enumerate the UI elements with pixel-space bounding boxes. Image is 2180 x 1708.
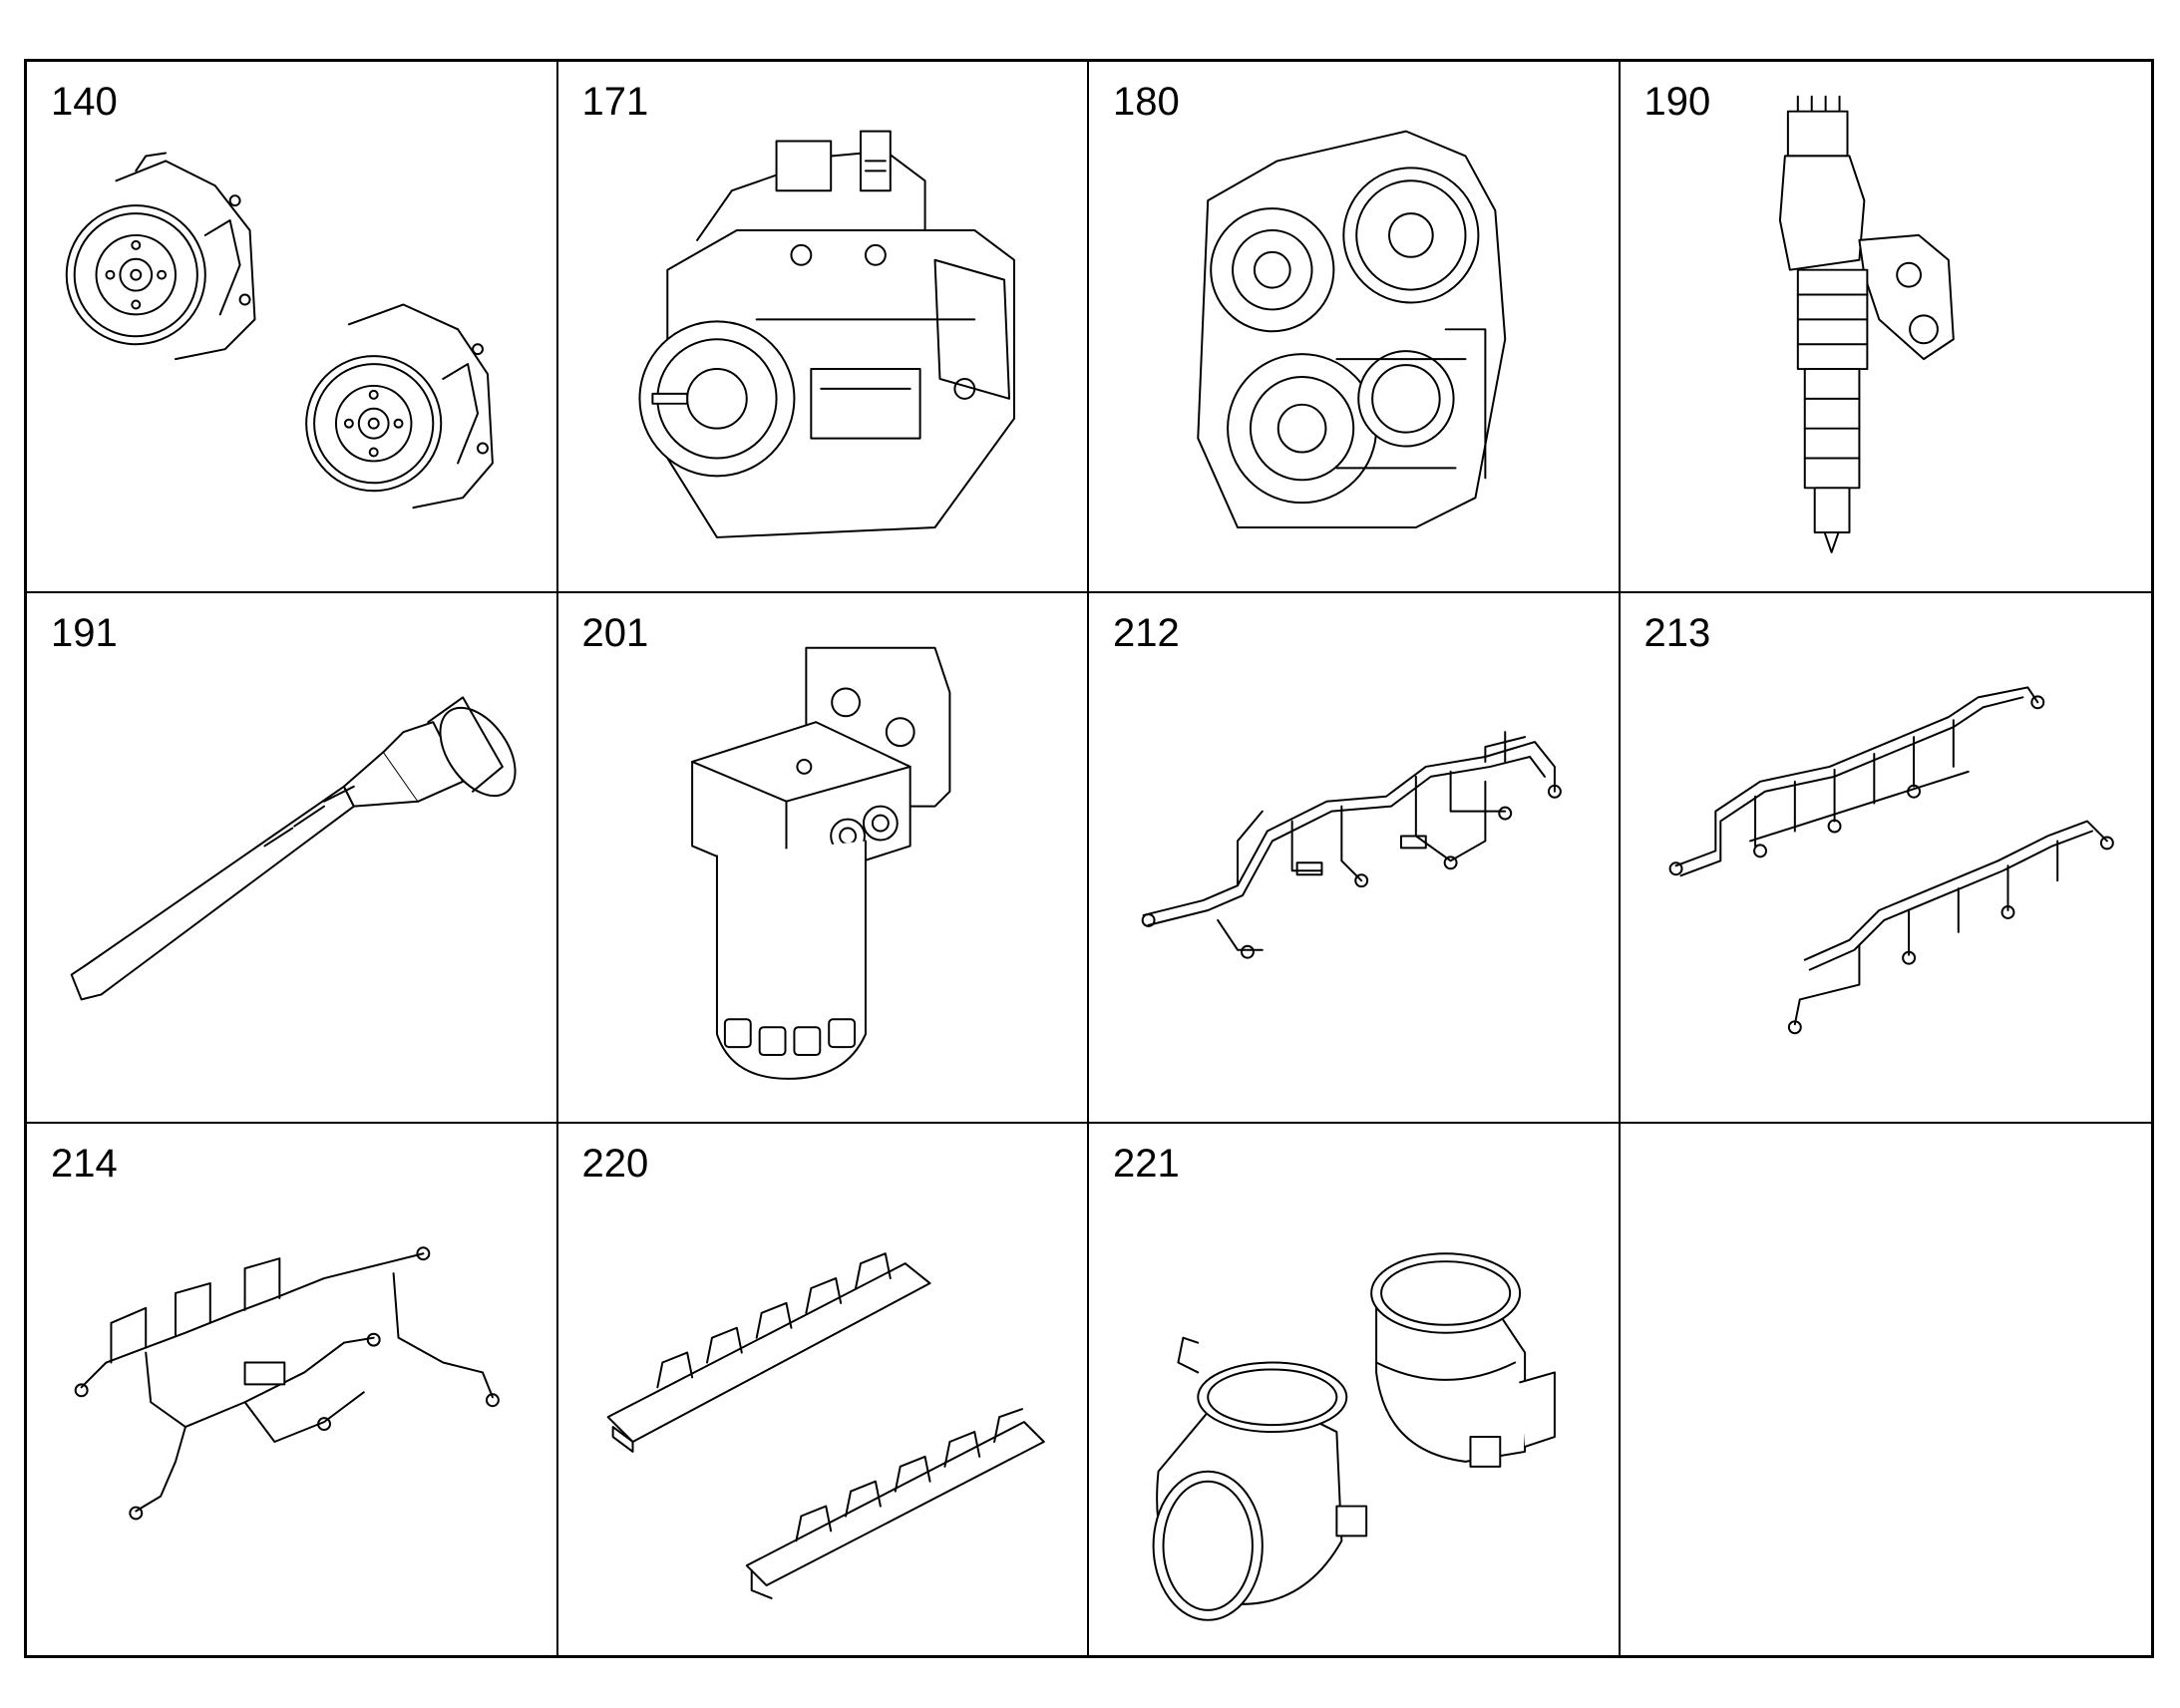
wiring-harness-icon [74,1246,500,1521]
part-number: 214 [51,1142,118,1187]
part-cell-213[interactable]: 213 [1620,593,2151,1125]
fuel-filter-icon [690,646,950,1080]
gear-drive-housing-icon [1197,130,1507,528]
part-cell-220[interactable]: 220 [558,1124,1089,1655]
part-number: 190 [1643,80,1711,124]
part-cell-212[interactable]: 212 [1089,592,1621,1125]
fuel-injector-icon [1778,95,1955,553]
part-number: 221 [1113,1142,1180,1187]
part-number: 171 [581,80,649,124]
fuel-pump-icon [637,130,1015,538]
part-cell-171[interactable]: 171 [557,62,1089,593]
injector-connector-icon [70,696,517,1001]
part-number: 201 [581,610,649,655]
fuel-rail-pair-icon [606,1252,1045,1600]
part-cell-201[interactable]: 201 [557,592,1089,1125]
camshaft-gear-pair-icon [65,152,494,510]
part-number: 191 [51,610,118,655]
pipe-elbow-pair-icon [1152,1252,1556,1622]
fuel-line-harness-pair-icon [1668,686,2114,1034]
fuel-line-harness-icon [1141,730,1562,959]
part-number: 140 [51,80,118,124]
part-cell-221[interactable]: 221 [1089,1124,1621,1655]
part-number: 213 [1643,610,1711,655]
part-number: 212 [1113,610,1180,655]
part-cell-140[interactable]: 140 [27,62,558,593]
part-number: 180 [1113,80,1180,124]
empty-cell [1621,1124,2152,1655]
part-cell-190[interactable]: 190 [1620,62,2151,593]
part-cell-191[interactable]: 191 [27,592,558,1125]
part-number: 220 [581,1142,649,1187]
part-cell-180[interactable]: 180 [1089,62,1621,593]
part-cell-214[interactable]: 214 [27,1124,558,1655]
parts-grid: 140 [24,59,2154,1658]
